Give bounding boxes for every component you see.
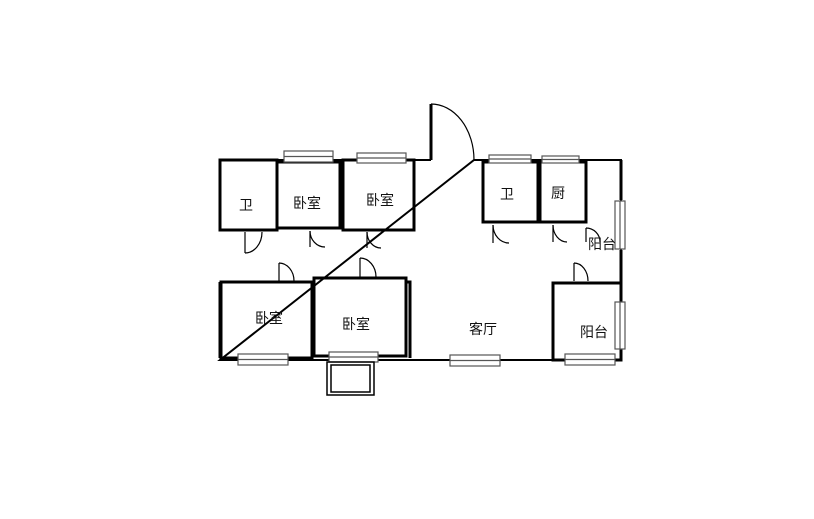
bedroom-top-1-walls — [275, 160, 342, 230]
label-bedroom-top-1: 卧室 — [293, 195, 321, 212]
window-right-1 — [614, 200, 626, 250]
door-bedroom-bottom-2 — [359, 257, 377, 278]
label-living-room: 客厅 — [469, 321, 497, 338]
door-balcony-top — [585, 227, 601, 243]
door-kitchen — [552, 224, 568, 243]
label-bath-left: 卫 — [239, 198, 253, 214]
window-top-4 — [541, 155, 580, 164]
window-bottom-4 — [564, 353, 616, 366]
label-balcony-bottom: 阳台 — [580, 325, 608, 341]
door-balcony-bottom — [573, 262, 589, 282]
window-bottom-1 — [237, 353, 289, 366]
interior-doors — [244, 224, 601, 282]
bath-left-walls — [218, 158, 279, 232]
entrance-door — [429, 103, 475, 161]
label-bath-right: 卫 — [500, 187, 514, 203]
door-bedroom-top-1 — [309, 230, 326, 248]
label-kitchen: 厨 — [551, 186, 565, 202]
label-balcony-top: 阳台 — [588, 237, 616, 253]
door-bath-left — [244, 231, 263, 254]
windows — [237, 150, 626, 367]
label-bedroom-bottom-1: 卧室 — [255, 310, 283, 327]
window-top-3 — [488, 154, 532, 164]
balcony-bottom-walls — [551, 281, 623, 362]
door-bath-right — [492, 224, 510, 244]
window-top-1 — [283, 150, 334, 163]
bay-window — [326, 361, 375, 396]
window-bottom-2 — [328, 351, 379, 363]
label-bedroom-bottom-2: 卧室 — [342, 316, 370, 333]
window-top-2 — [356, 152, 407, 164]
door-bedroom-top-2 — [366, 231, 382, 249]
window-bottom-3 — [449, 354, 501, 367]
label-bedroom-top-2: 卧室 — [366, 192, 394, 209]
window-right-2 — [614, 301, 626, 350]
door-bedroom-bottom-1 — [278, 262, 295, 282]
